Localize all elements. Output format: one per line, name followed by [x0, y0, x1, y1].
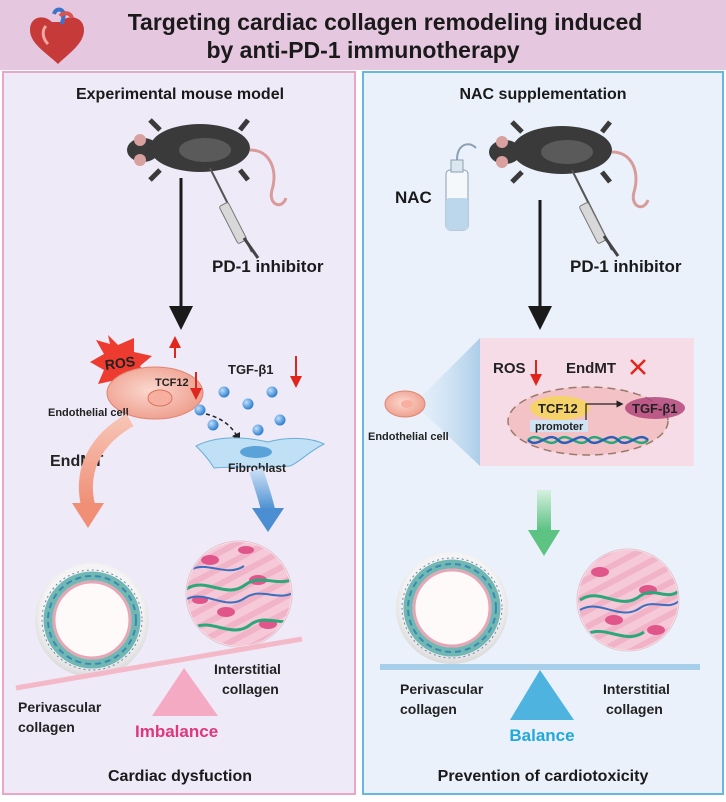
interstitial-tissue-left [185, 540, 293, 648]
right-endothelial-cell [384, 390, 426, 418]
zoom-cone [414, 338, 480, 466]
syringe-icon [209, 167, 260, 259]
endothelial-cell [106, 366, 204, 420]
right-tgf-label: TGF-β1 [632, 401, 678, 416]
right-endothelial-label: Endothelial cell [368, 431, 449, 443]
dna-icon [527, 435, 649, 445]
left-perivascular-label-1: Perivascular [18, 699, 102, 715]
right-endmt-label: EndMT [566, 360, 616, 377]
cross-icon [630, 359, 646, 375]
perivascular-vessel-left [35, 563, 149, 677]
left-tcf12-label: TCF12 [155, 377, 189, 389]
imbalance-label: Imbalance [135, 722, 218, 741]
left-pd1-label: PD-1 inhibitor [212, 257, 324, 276]
left-fulcrum [152, 668, 218, 716]
promoter-box [530, 420, 588, 432]
right-tcf12-label: TCF12 [538, 401, 578, 416]
right-pd1-label: PD-1 inhibitor [570, 257, 682, 276]
heart-icon [30, 7, 84, 64]
right-fulcrum [510, 670, 574, 720]
title-line-1: Targeting cardiac collagen remodeling in… [128, 9, 643, 35]
fibroblast-cell [195, 437, 326, 469]
left-ros-label: ROS [104, 353, 136, 373]
balance-label: Balance [509, 726, 574, 745]
left-perivascular-label-2: collagen [18, 719, 75, 735]
green-down-arrow [528, 490, 560, 556]
right-perivascular-label-1: Perivascular [400, 681, 484, 697]
title-line-2: by anti-PD-1 immunotherapy [206, 37, 519, 63]
nac-label: NAC [395, 188, 432, 207]
left-tgf-label: TGF-β1 [228, 362, 274, 377]
mouse-icon [489, 120, 650, 209]
title-band [0, 0, 726, 70]
tgf-blob [625, 397, 685, 419]
fibroblast-label: Fibroblast [228, 461, 286, 475]
left-interstitial-label-2: collagen [222, 681, 279, 697]
left-panel [2, 71, 356, 795]
right-ros-label: ROS [493, 360, 526, 377]
left-seesaw-beam [15, 636, 303, 691]
interstitial-tissue-right [576, 548, 680, 652]
left-interstitial-label-1: Interstitial [214, 661, 281, 677]
promoter-label: promoter [535, 421, 584, 433]
right-interstitial-label-2: collagen [606, 701, 663, 717]
left-heading: Experimental mouse model [76, 86, 284, 103]
secretion-arrow [205, 413, 241, 443]
left-footer: Cardiac dysfuction [108, 768, 252, 785]
bottle-icon [445, 143, 477, 231]
syringe-icon [571, 169, 620, 257]
mouse-icon [127, 118, 288, 207]
perivascular-vessel-right [396, 552, 508, 664]
right-heading: NAC supplementation [459, 86, 626, 103]
right-interstitial-label-1: Interstitial [603, 681, 670, 697]
tcf12-blob [530, 396, 590, 420]
right-perivascular-label-2: collagen [400, 701, 457, 717]
tgf-molecules [194, 386, 286, 436]
left-endothelial-label: Endothelial cell [48, 407, 129, 419]
endmt-curve-arrow [72, 413, 134, 528]
fibroblast-curve-arrow [249, 467, 284, 532]
right-footer: Prevention of cardiotoxicity [438, 768, 649, 785]
